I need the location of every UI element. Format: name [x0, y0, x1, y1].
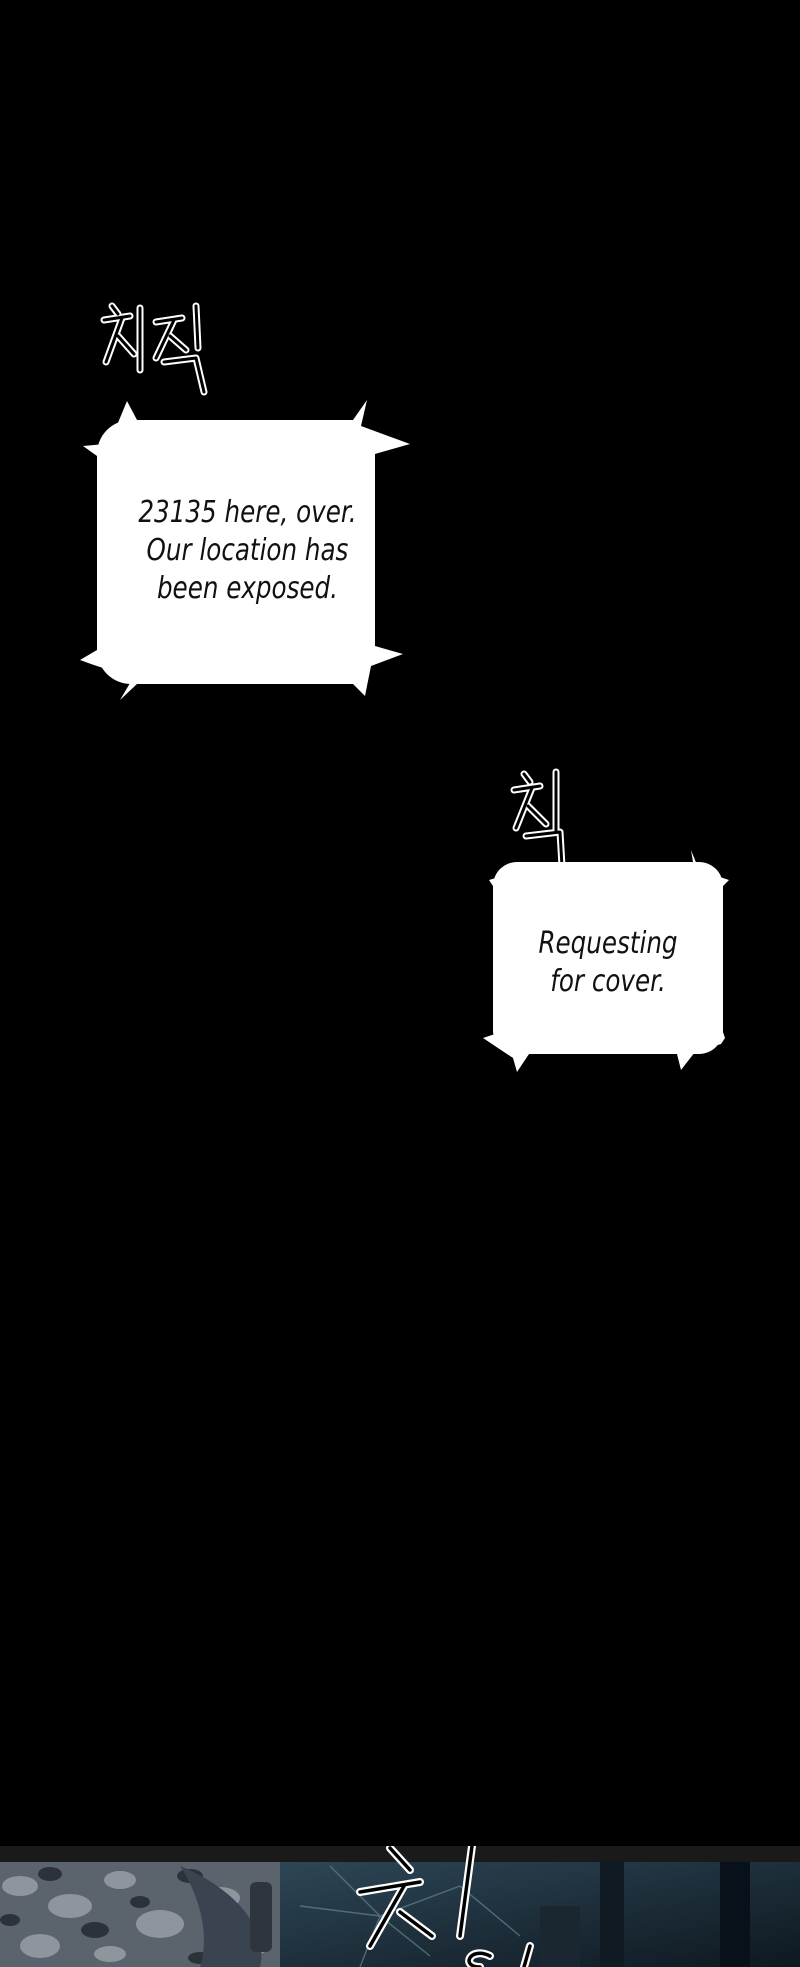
sfx-chiik [356, 1846, 534, 1967]
sfx-chik [510, 768, 580, 870]
spiky-bubble-shape [80, 400, 410, 700]
sfx-chijik-icon [100, 302, 208, 396]
bubble-1-text: 23135 here, over. Our location has been … [138, 495, 357, 606]
spiky-bubble-shape [483, 850, 729, 1072]
bubble-2-text: Requesting for cover. [538, 925, 678, 999]
speech-bubble-1: 23135 here, over. Our location has been … [75, 398, 415, 704]
sfx-chijik [100, 300, 220, 396]
bottom-scene-image [0, 1846, 800, 1967]
sfx-chik-icon [510, 768, 566, 870]
camouflage-scene-icon [0, 1846, 800, 1967]
speech-bubble-2: Requesting for cover. [483, 848, 733, 1073]
